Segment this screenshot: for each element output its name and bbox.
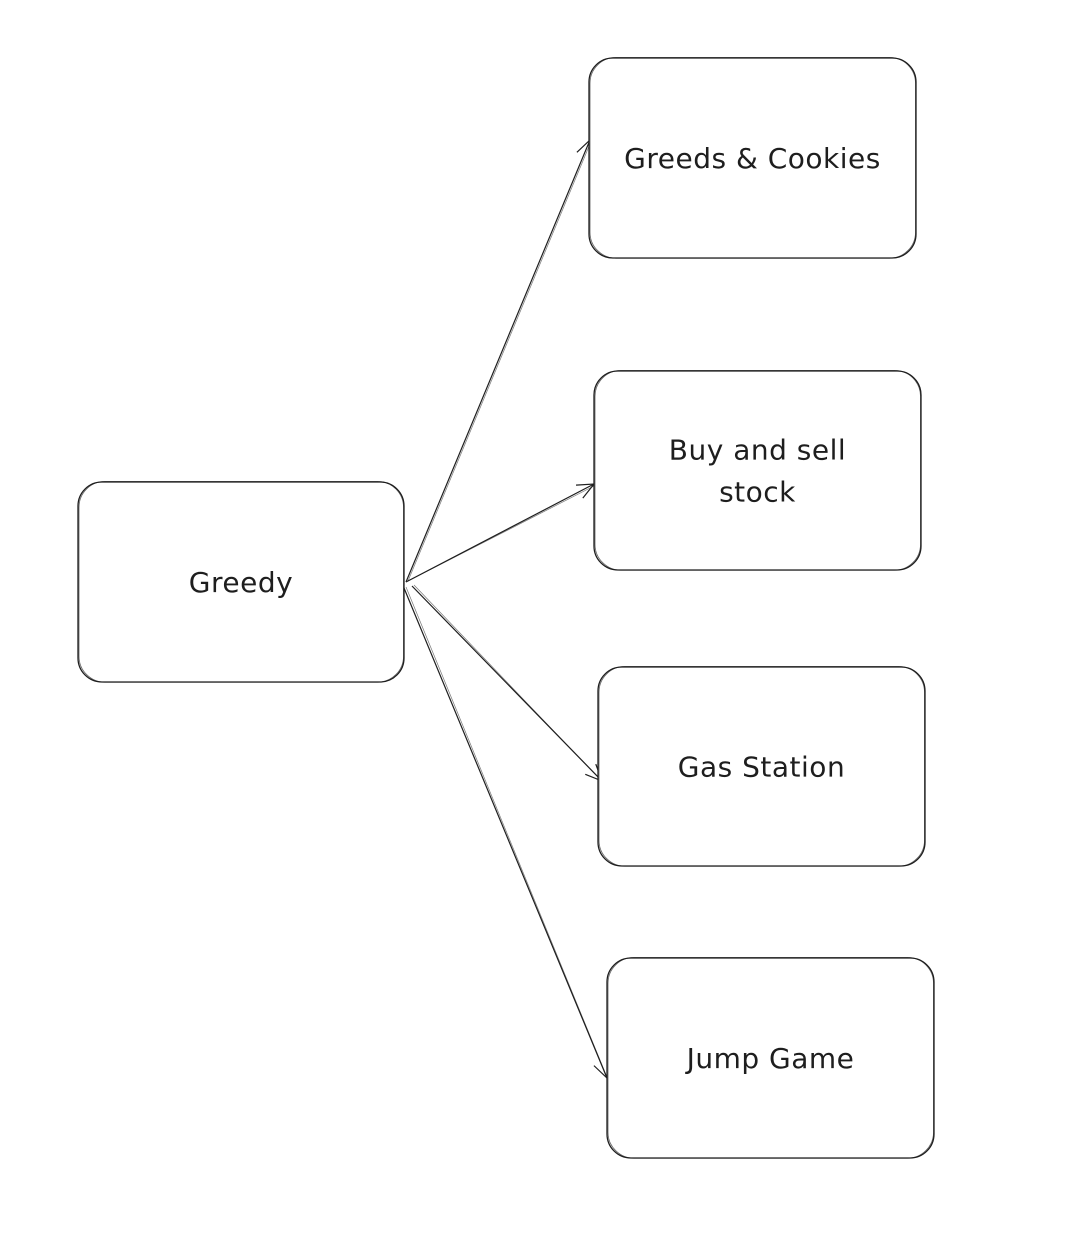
node-box	[593, 370, 922, 571]
node-box-sketch	[78, 480, 404, 683]
edge-greedy-to-buy-sell-stock	[405, 483, 596, 583]
node-label: Jump Game	[685, 1042, 855, 1075]
node-label: Buy and sell	[669, 434, 846, 467]
edge-greedy-to-greeds-cookies	[405, 138, 592, 583]
node-greedy[interactable]: Greedy	[77, 480, 405, 683]
node-label: Greedy	[189, 566, 293, 599]
edges-layer	[403, 138, 609, 1080]
edge-line-sketch	[405, 586, 609, 1080]
node-jump-game[interactable]: Jump Game	[606, 957, 935, 1159]
node-label: Gas Station	[678, 751, 845, 784]
node-greeds-cookies[interactable]: Greeds & Cookies	[588, 57, 917, 259]
arrowhead-icon	[575, 483, 596, 499]
edge-line-sketch	[413, 584, 604, 783]
node-buy-sell-stock[interactable]: Buy and sell stock	[593, 369, 922, 571]
edge-line-sketch	[407, 141, 592, 582]
node-label: stock	[719, 476, 796, 509]
node-box-sketch	[607, 957, 934, 1159]
edge-line-sketch	[407, 485, 596, 582]
node-box-sketch	[594, 369, 921, 571]
node-gas-station[interactable]: Gas Station	[597, 666, 926, 867]
edge-line	[405, 139, 591, 583]
node-box-sketch	[598, 666, 925, 867]
edge-greedy-to-jump-game	[403, 586, 609, 1080]
node-label: Greeds & Cookies	[624, 142, 881, 175]
node-box-sketch	[589, 57, 916, 259]
edge-line	[403, 587, 608, 1079]
edge-greedy-to-gas-station	[411, 584, 604, 783]
